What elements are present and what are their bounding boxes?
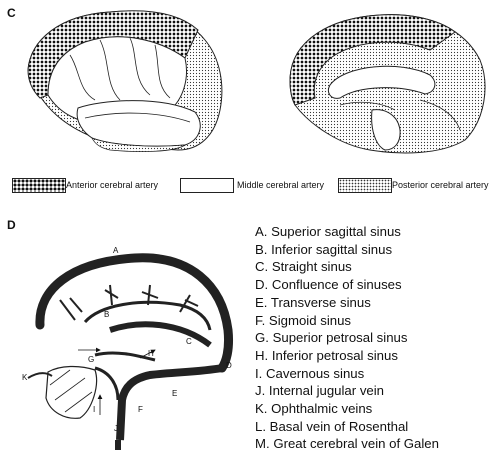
sinus-key-list: A. Superior sagittal sinus B. Inferior s… [255, 223, 439, 453]
medial-brain-view [289, 14, 486, 154]
diagram-label-c: C [186, 337, 192, 346]
diagram-label-h: H [148, 349, 154, 358]
key-item: B. Inferior sagittal sinus [255, 241, 393, 257]
legend-label-middle: Middle cerebral artery [237, 180, 325, 190]
legend-label-anterior: Anterior cerebral artery [66, 180, 159, 190]
key-item: K. Ophthalmic veins [255, 401, 373, 417]
key-item: E. Transverse sinus [255, 294, 371, 310]
diagram-label-f: F [138, 405, 143, 414]
key-item: I. Cavernous sinus [255, 365, 365, 381]
diagram-label-g: G [88, 355, 94, 364]
legend-label-posterior: Posterior cerebral artery [392, 180, 489, 190]
key-item: F. Sigmoid sinus [255, 312, 352, 328]
diagram-label-d: D [226, 361, 232, 370]
panel-label-c: C [7, 6, 16, 20]
key-item: L. Basal vein of Rosenthal [255, 418, 409, 434]
key-item: D. Confluence of sinuses [255, 277, 402, 293]
legend-swatch-middle [180, 178, 234, 193]
diagram-label-k: K [22, 373, 28, 382]
panel-label-d: D [7, 218, 16, 232]
diagram-label-e: E [172, 389, 177, 398]
key-item: C. Straight sinus [255, 259, 352, 275]
legend-swatch-anterior [12, 178, 66, 193]
diagram-label-i: I [93, 405, 95, 414]
key-item: H. Inferior petrosal sinus [255, 347, 398, 363]
lateral-brain-view [27, 10, 223, 152]
legend-swatch-posterior [338, 178, 392, 193]
key-item: M. Great cerebral vein of Galen [255, 436, 439, 452]
key-item: A. Superior sagittal sinus [255, 224, 401, 239]
venous-sinus-diagram [27, 253, 233, 450]
key-item: G. Superior petrosal sinus [255, 330, 408, 346]
diagram-label-j: J [114, 424, 118, 433]
diagram-label-b: B [104, 310, 109, 319]
key-item: J. Internal jugular vein [255, 383, 385, 399]
diagram-label-a: A [113, 246, 119, 255]
